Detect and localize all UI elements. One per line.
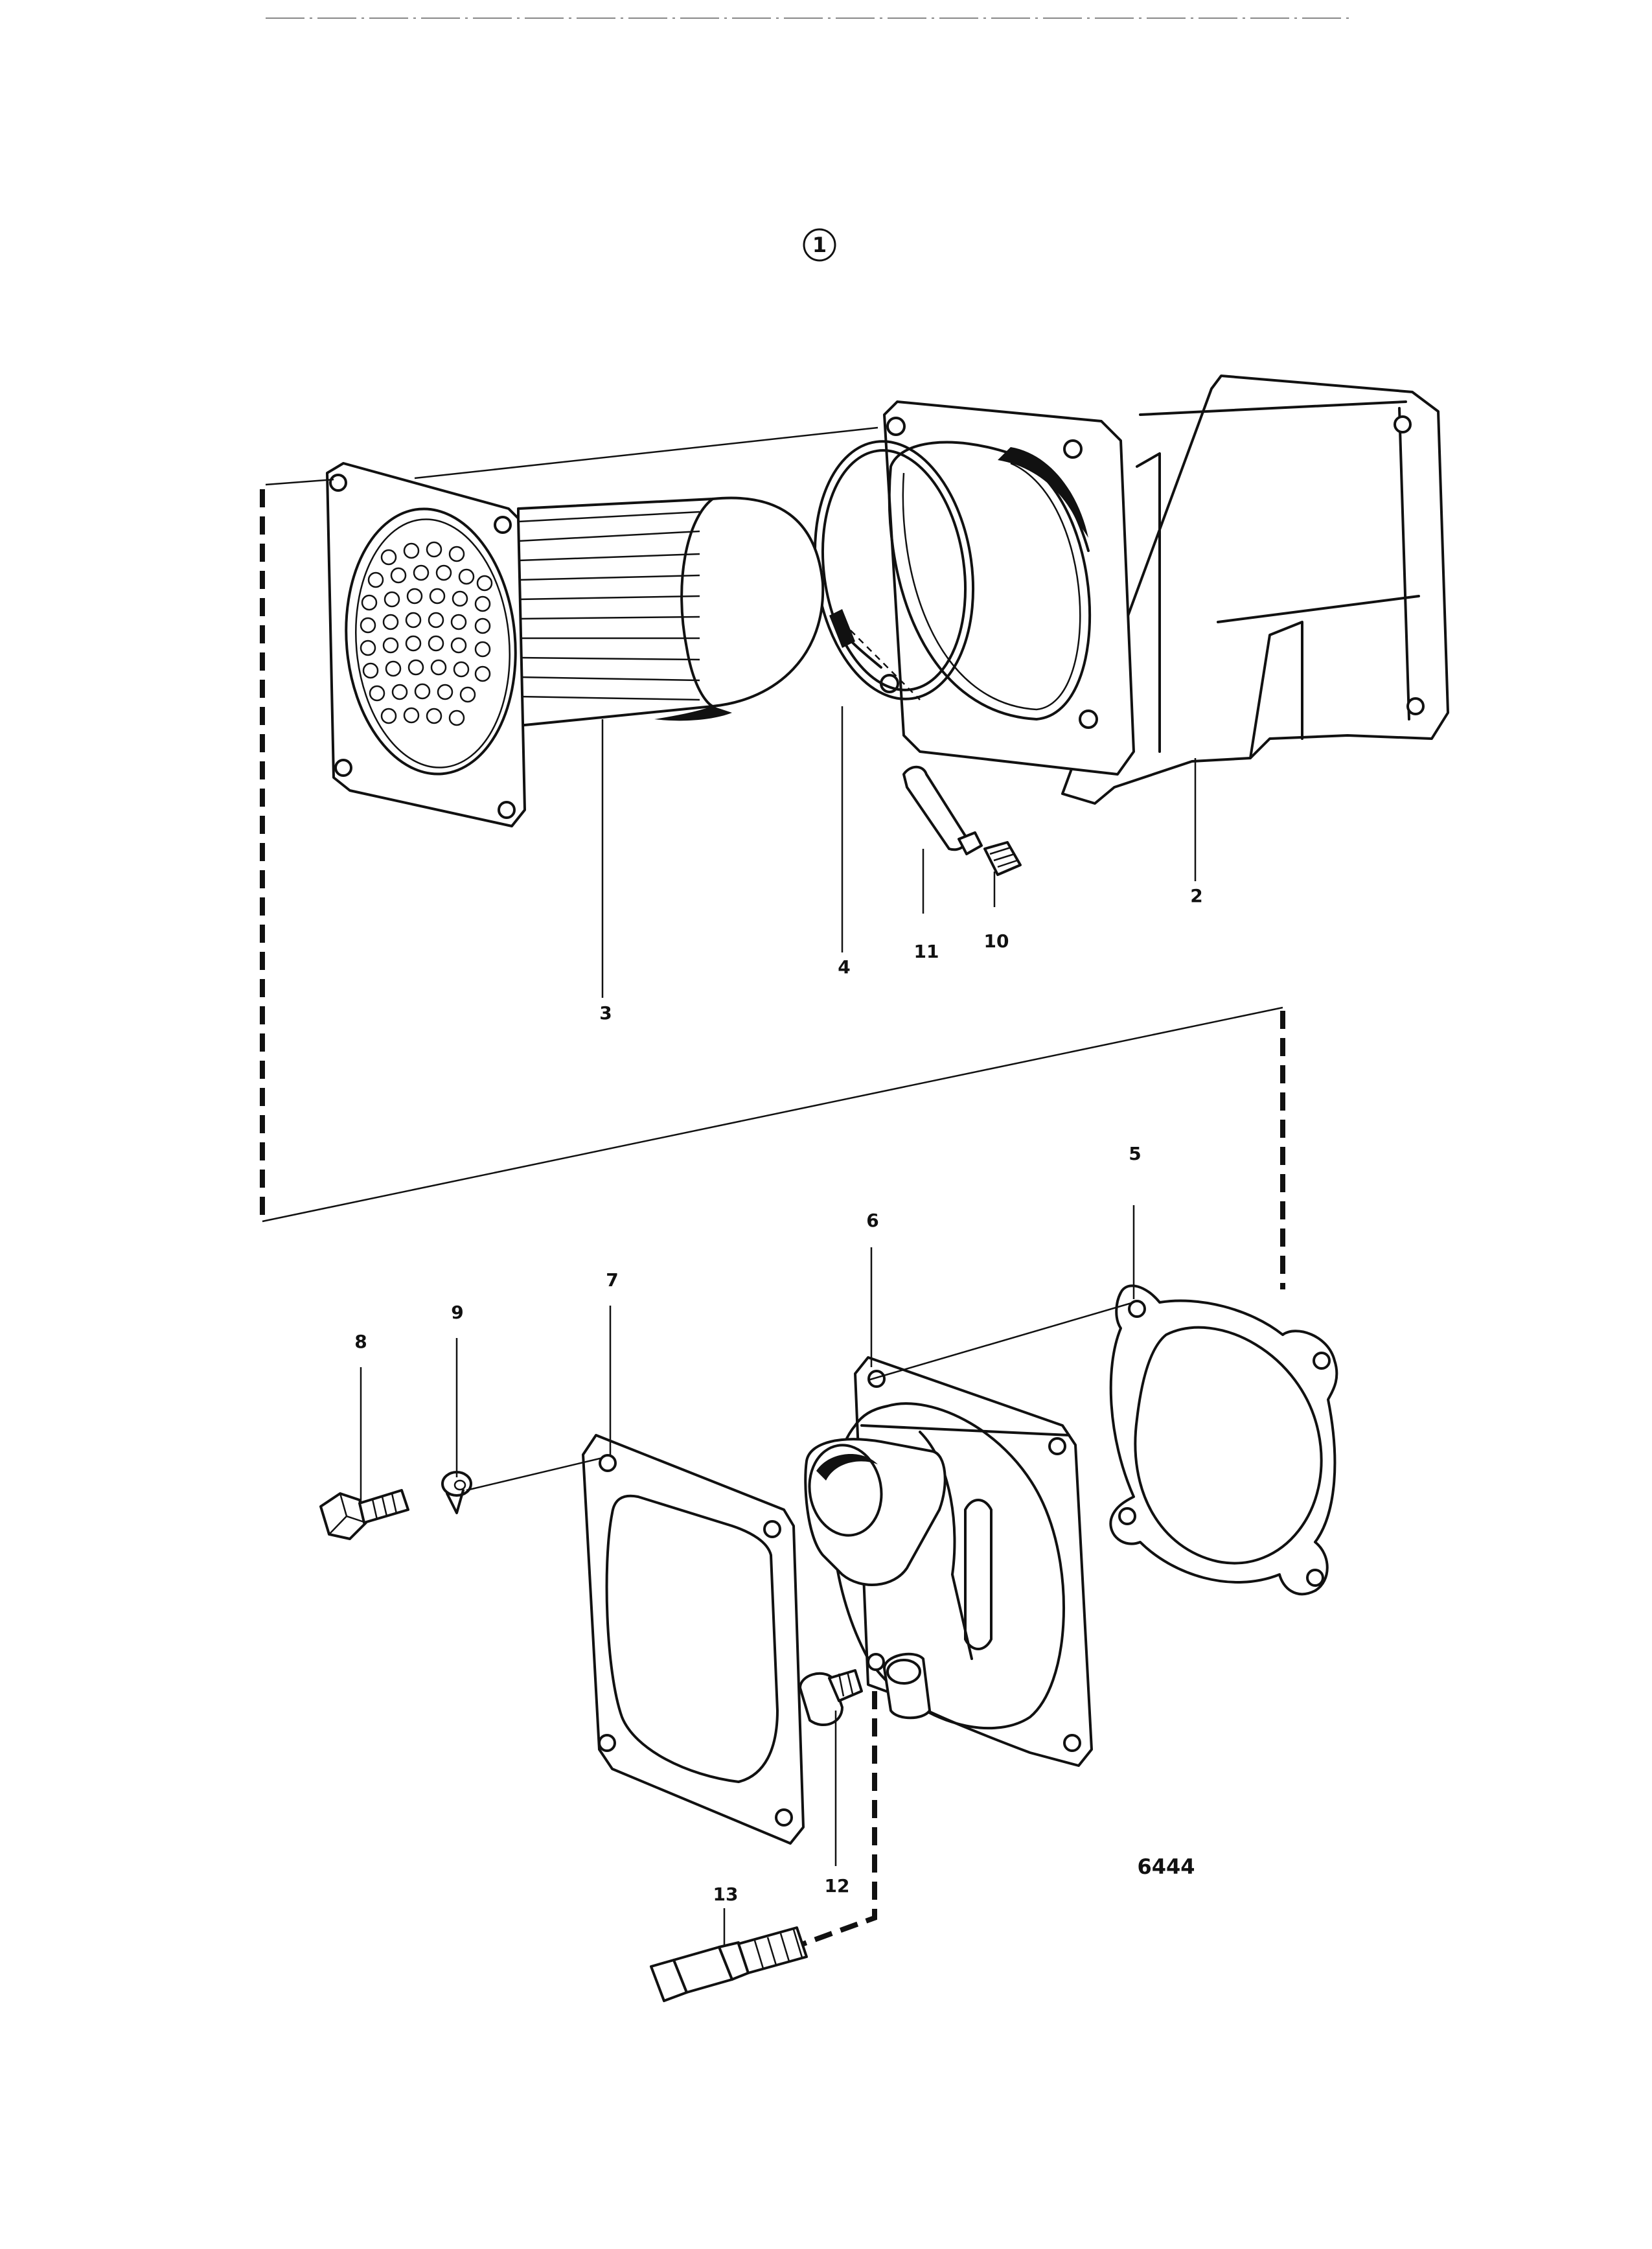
part-label-5: 5 <box>1129 1143 1141 1164</box>
view-number: 1 <box>812 233 827 257</box>
drain-plug-upper <box>983 841 1022 876</box>
end-cover <box>804 1356 1093 1767</box>
lock-washer <box>441 1471 472 1514</box>
flange-gasket <box>582 1434 805 1845</box>
part-label-10: 10 <box>984 930 1009 952</box>
drawing-number: 6444 <box>1137 1854 1195 1879</box>
heat-exchanger-housing <box>880 375 1449 805</box>
part-label-2: 2 <box>1190 885 1202 906</box>
part-label-9: 9 <box>451 1302 463 1323</box>
part-label-6: 6 <box>866 1210 878 1231</box>
part-label-7: 7 <box>606 1269 618 1291</box>
view-number-badge: 1 <box>803 228 836 262</box>
part-label-11: 11 <box>914 941 939 962</box>
part-label-8: 8 <box>354 1331 367 1352</box>
zinc-anode <box>829 609 983 855</box>
part-label-4: 4 <box>838 956 850 978</box>
tube-stack-insert <box>326 462 825 827</box>
part-label-3: 3 <box>599 1002 612 1024</box>
assembly-dashed-boundary <box>260 489 1285 1289</box>
hose-nipple <box>650 1926 808 2002</box>
drain-plug <box>799 1669 863 1727</box>
part-labels: 2 3 4 5 6 7 8 9 10 11 12 13 <box>354 885 1202 1905</box>
tube-holes <box>360 541 493 726</box>
part-label-12: 12 <box>825 1875 850 1897</box>
leader-lines <box>360 706 1197 1947</box>
hex-screw <box>319 1489 409 1540</box>
assembly-guide-lines-lower <box>466 1301 1134 1946</box>
assembly-guide-lines-upper <box>265 426 921 700</box>
part-label-13: 13 <box>713 1884 739 1905</box>
end-cover-gasket <box>1109 1284 1338 1596</box>
